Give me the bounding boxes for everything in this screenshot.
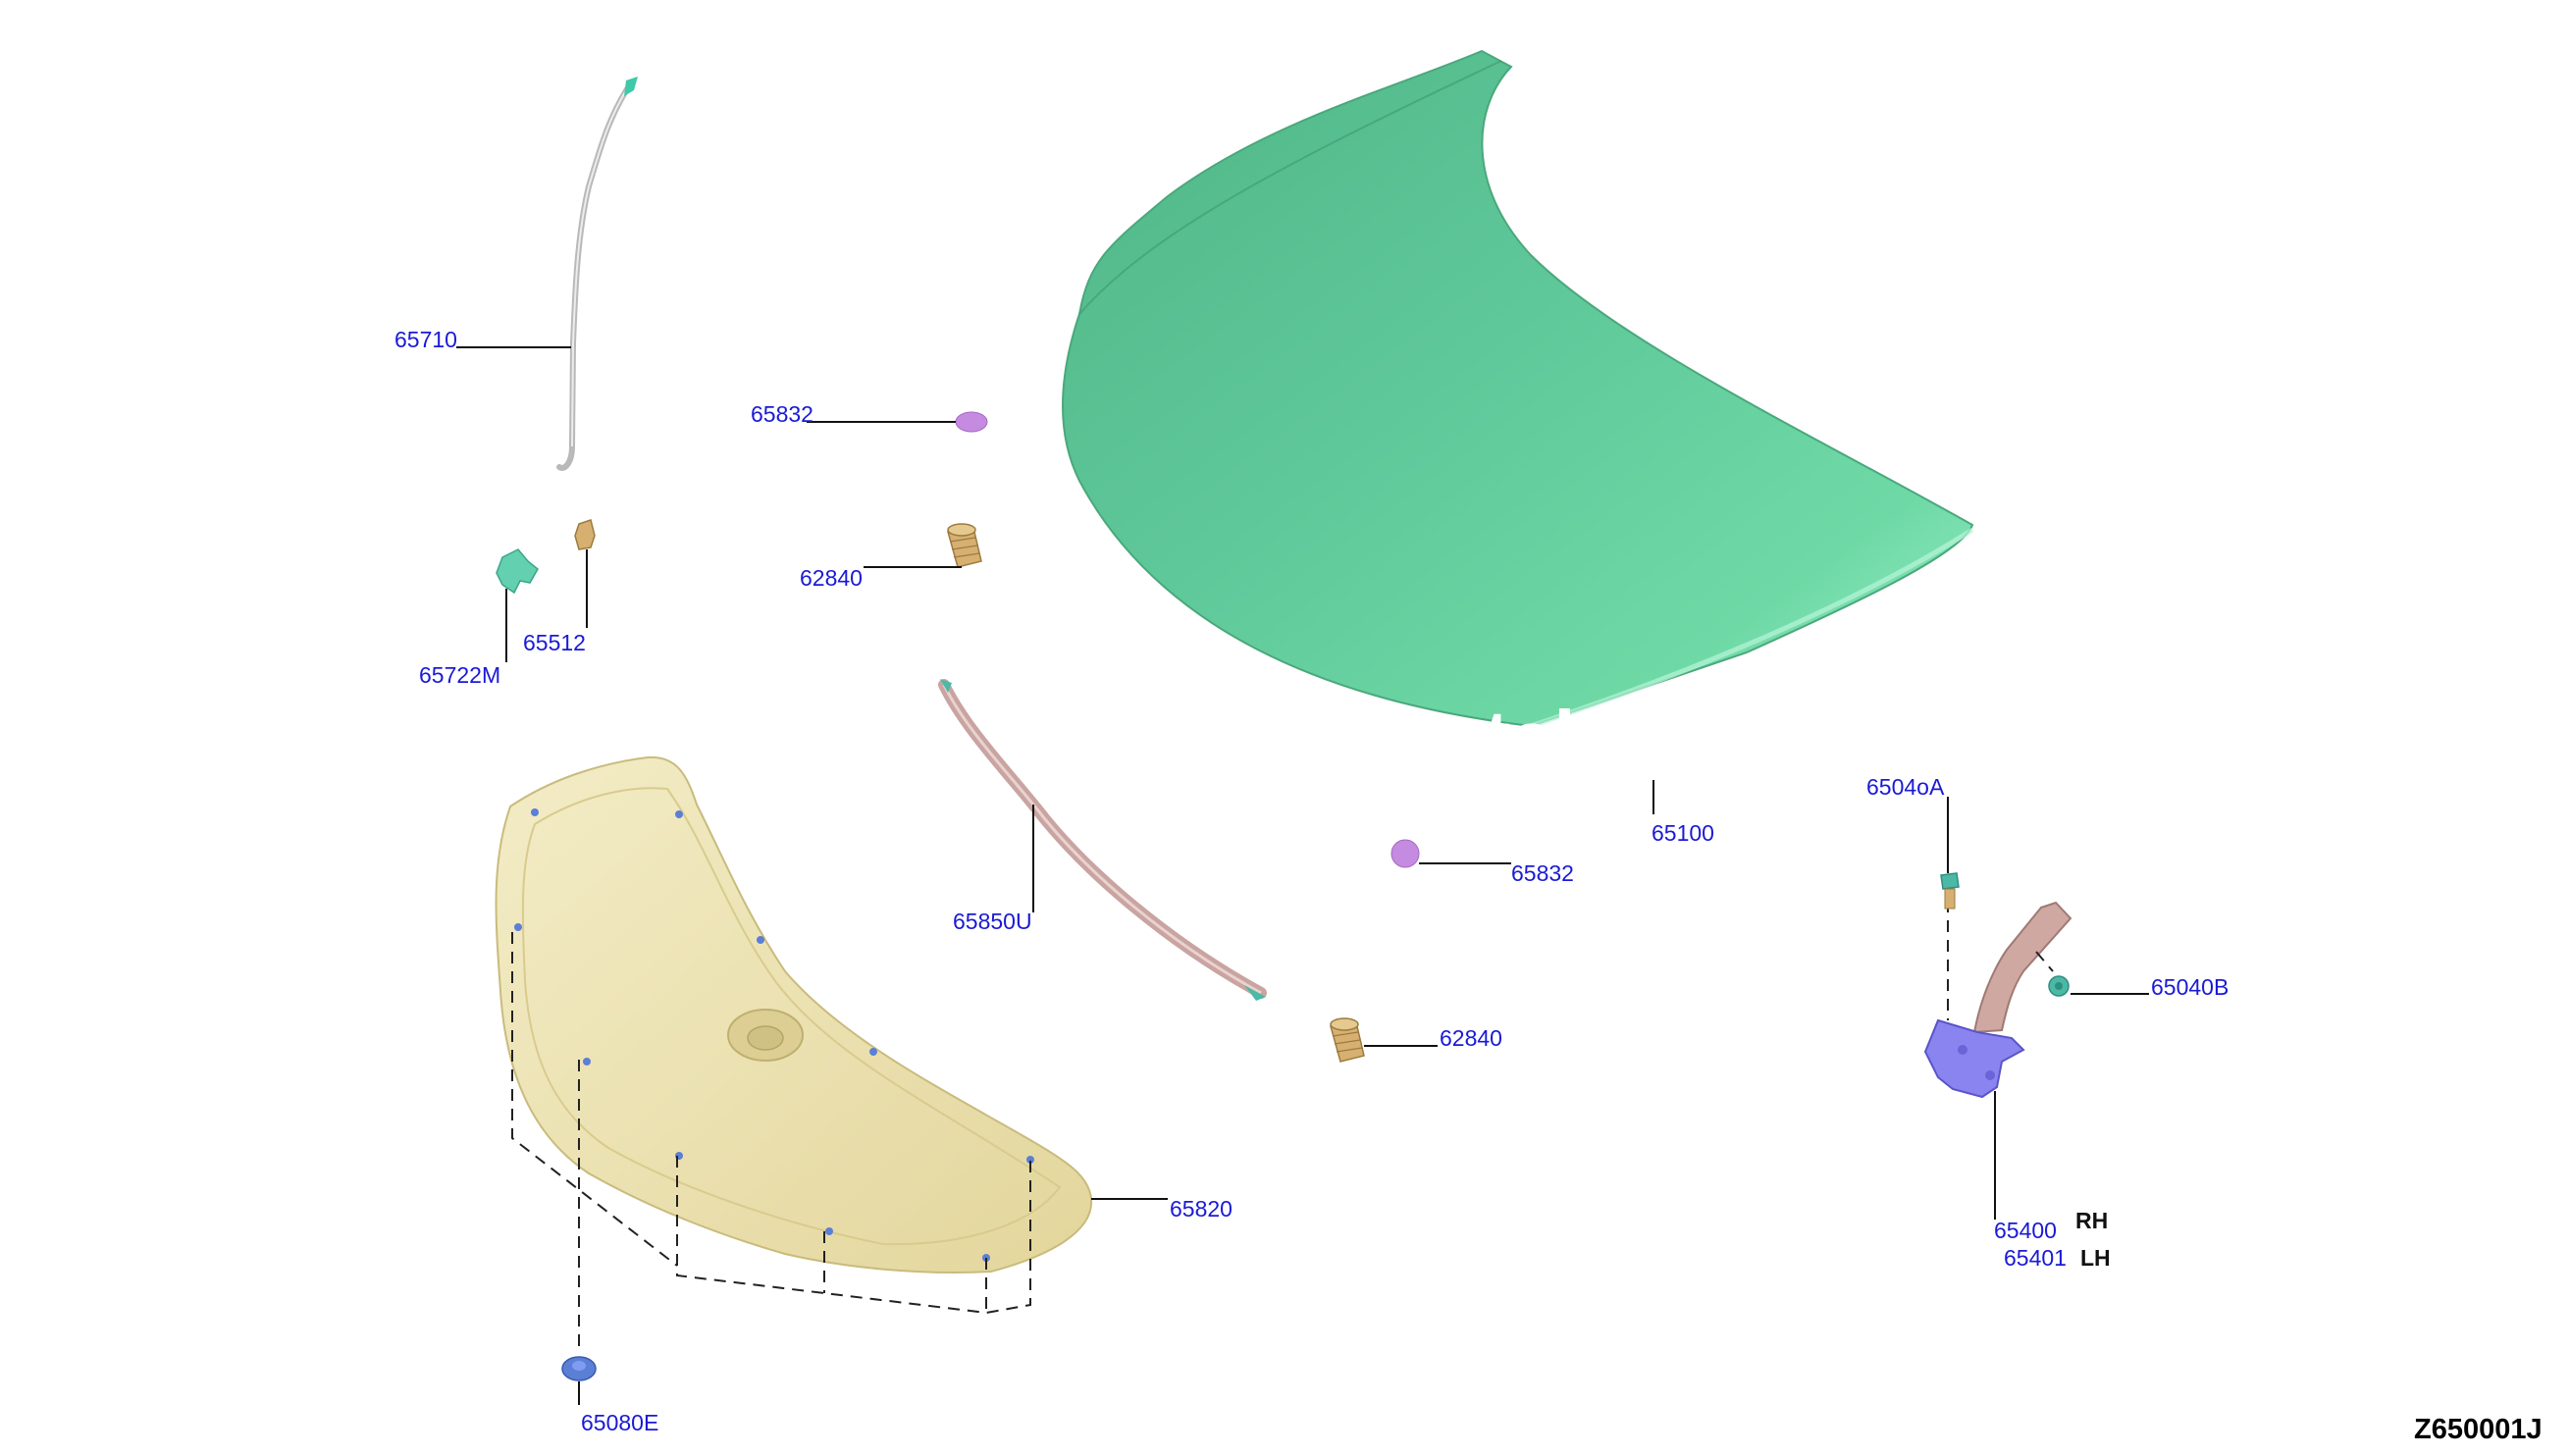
part-label-6504oa[interactable]: 6504oA [1866,774,1945,800]
hood-pad-upper [955,411,988,433]
watermark-text: Catalog [1384,695,1671,782]
hood-insulator [495,755,1093,1274]
part-label-62840-lower[interactable]: 62840 [1440,1025,1502,1051]
bumper-rubber-lower [1330,1017,1365,1063]
side-label-rh: RH [2075,1208,2108,1233]
part-label-65400[interactable]: 65400 [1994,1218,2057,1243]
part-label-65040b[interactable]: 65040B [2151,974,2229,1000]
part-label-65100[interactable]: 65100 [1652,820,1714,846]
rod-holder-clip [496,548,539,595]
hinge-guide-line-2 [2035,951,2054,972]
clip-guide-lines [511,932,1031,1354]
part-label-65401[interactable]: 65401 [2004,1245,2067,1271]
part-label-65820[interactable]: 65820 [1170,1196,1233,1222]
part-label-65080e[interactable]: 65080E [581,1410,658,1435]
side-label-lh: LH [2080,1245,2111,1271]
hinge-nut [2048,975,2070,997]
hinge-bolt [1940,872,1960,910]
hood-hinge [1923,901,2072,1099]
part-label-65722m[interactable]: 65722M [419,662,500,688]
hood-panel [1062,49,1974,729]
part-label-62840-upper[interactable]: 62840 [800,565,863,591]
part-label-65512[interactable]: 65512 [523,630,586,655]
part-label-65850u[interactable]: 65850U [953,909,1032,934]
part-label-65710[interactable]: 65710 [394,327,457,352]
hood-pad-lower [1390,839,1420,868]
rod-grommet [574,519,596,550]
part-label-65832-upper[interactable]: 65832 [751,401,813,427]
hood-seal-strip [938,679,1267,1001]
hood-support-rod [556,77,638,471]
diagram-code: Z650001J [2414,1414,2543,1445]
bumper-rubber-upper [947,523,982,568]
part-label-65832-lower[interactable]: 65832 [1511,860,1574,886]
insulator-clip [561,1356,597,1381]
